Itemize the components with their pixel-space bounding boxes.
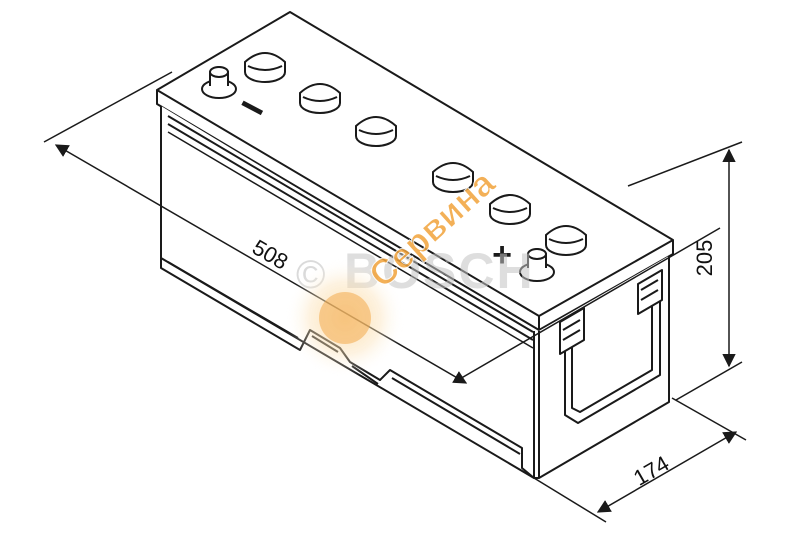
length-extension-left [43,71,173,143]
vent-cap-5 [489,194,531,225]
dimension-width [533,397,747,523]
carry-handle [559,269,663,424]
vent-cap-1 [244,52,286,83]
vent-cap-6 [545,225,587,256]
sun-disc-icon [319,292,371,344]
positive-terminal-post [519,248,555,282]
width-extension-right [671,397,747,441]
length-extension-right [457,227,721,381]
vent-cap-3 [355,116,397,147]
width-dimension-arrow [596,431,738,513]
height-label: 205 [692,240,717,277]
positive-terminal-symbol: + [492,236,512,274]
negative-terminal-post [201,66,237,99]
height-extension-bottom [675,361,743,401]
dimension-height [627,141,743,401]
vent-cap-2 [299,83,341,114]
battery-lid-side-rim [538,240,674,331]
width-label: 174 [629,451,673,491]
width-extension-left [533,477,607,523]
height-extension-top [627,141,743,187]
